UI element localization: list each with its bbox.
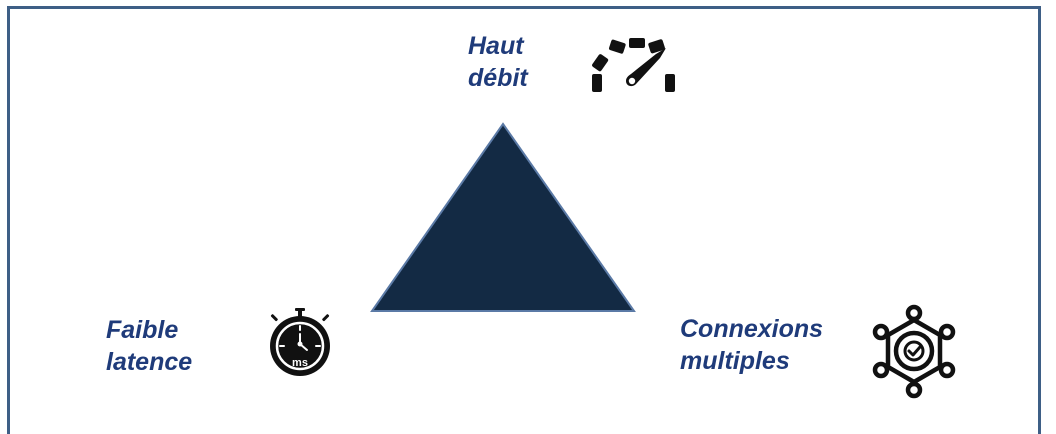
label-multiple-connections: Connexions multiples [680, 315, 824, 375]
speedometer-icon [592, 38, 675, 92]
central-triangle [370, 122, 636, 312]
label-low-latency: Faible latence [106, 316, 193, 376]
diagram-frame [7, 6, 1041, 434]
network-hub-icon [872, 304, 956, 399]
stopwatch-icon: ms [270, 308, 330, 376]
stopwatch-ms-text: ms [292, 357, 308, 369]
label-high-throughput: Haut débit [468, 32, 528, 92]
